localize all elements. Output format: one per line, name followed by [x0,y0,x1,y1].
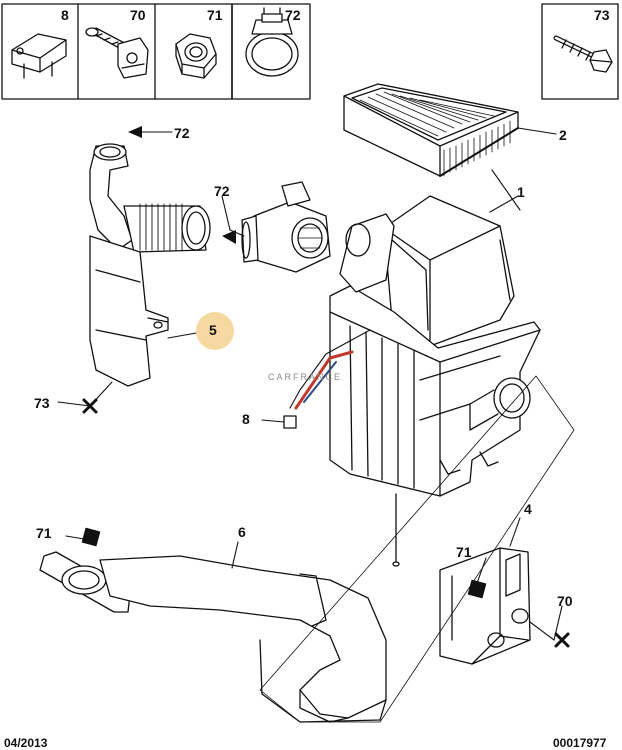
screw-with-clip-nut-icon [85,27,149,79]
arrow-marker-icon [222,230,236,244]
cross-marker-icon [82,398,98,414]
watermark-logo [294,350,354,410]
leader-lines [57,127,563,641]
clip-bracket-icon [11,33,67,79]
callout-70: 70 [557,593,573,609]
callout-72-mid: 72 [214,183,230,199]
air-filter-element [343,83,519,177]
filled-square-marker-icon [467,579,487,599]
callout-71-right: 71 [456,544,472,560]
callout-1: 1 [517,184,525,200]
callout-4: 4 [524,501,532,517]
assembly-dashed-outline [259,375,575,723]
housing-mount-bracket [439,547,531,665]
callout-72-upper: 72 [174,125,190,141]
hex-nut-icon [175,33,217,79]
box-label-73: 73 [594,7,610,23]
hardware-boxes [1,3,619,100]
watermark-text: CARFRANCE [268,372,343,382]
callout-symbols [81,126,570,648]
square-marker-icon [283,415,297,429]
cross-marker-icon [554,632,570,648]
box-label-8: 8 [61,7,69,23]
box-label-71: 71 [207,7,223,23]
box-label-70: 70 [130,7,146,23]
lower-air-duct [39,551,387,723]
footer-date: 04/2013 [4,736,48,750]
footer-reference: 00017977 [553,736,607,750]
filled-square-marker-icon [81,527,101,547]
callout-highlight [196,312,234,350]
callout-6: 6 [238,524,246,540]
intake-hose-and-resonator [89,143,211,387]
air-filter-housing [329,195,541,567]
screw-icon [553,35,613,73]
callout-2: 2 [559,127,567,143]
air-flow-meter [241,181,331,273]
callout-5: 5 [209,322,217,338]
arrow-marker-icon [128,126,142,138]
callout-73: 73 [34,395,50,411]
hose-clamp-icon [245,7,299,77]
box-label-72: 72 [285,7,301,23]
callout-71-left: 71 [36,525,52,541]
callout-8: 8 [242,411,250,427]
